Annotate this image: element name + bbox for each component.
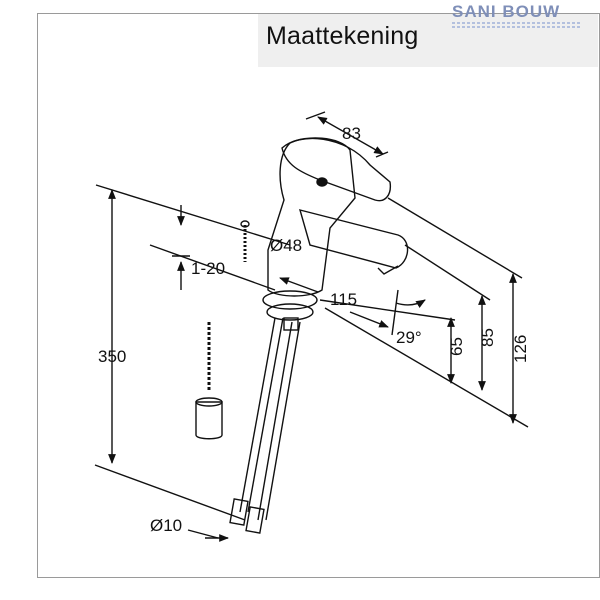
label-diameter-48: Ø48 [270,236,302,255]
extension-line-counter [149,244,276,291]
mounting-washer-top [262,290,318,310]
extension-line-126 [387,197,523,279]
extension-line-83-right [375,151,389,158]
hose-left-outer [239,317,276,513]
angle-29-arc [395,299,426,308]
extension-line-top [95,184,291,246]
hose-connector-right [245,506,265,534]
mounting-washer-bottom [266,303,314,321]
dimension-83-line [317,116,384,155]
label-83: 83 [342,124,361,143]
diameter-10-leader [187,529,219,539]
faucet-spout [298,209,409,269]
dimension-115-arrow [349,311,389,328]
extension-line-83-left [305,111,326,120]
label-29-degrees: 29° [396,328,422,347]
fixing-screw-head [240,220,250,228]
handle-indicator [316,177,328,187]
watermark-logo: SANI BOUW [452,2,561,21]
hose-right-outer [257,321,293,521]
counter-weight-top [195,397,223,407]
extension-line-85 [404,244,491,301]
label-diameter-10: Ø10 [150,516,182,535]
watermark-stripes [452,22,580,28]
hose-connector-left [229,498,249,526]
diameter-48-leader [279,277,319,293]
extension-line-bottom [94,464,246,521]
faucet-body [267,137,356,297]
hose-left-inner [247,317,284,513]
label-1-20: 1-20 [191,259,225,278]
spout-aerator [377,265,399,275]
counter-top-line [324,307,529,428]
extension-line-65 [319,299,456,321]
faucet-handle [281,137,392,202]
label-350: 350 [98,347,126,366]
angle-reference-line [391,289,399,336]
counter-weight [195,401,223,440]
title-panel [258,14,598,67]
label-115: 115 [330,290,357,309]
hose-right-inner [265,321,301,521]
label-126: 126 [511,335,530,363]
page-title: Maattekening [266,22,419,50]
label-65: 65 [447,337,466,356]
label-85: 85 [478,328,497,347]
